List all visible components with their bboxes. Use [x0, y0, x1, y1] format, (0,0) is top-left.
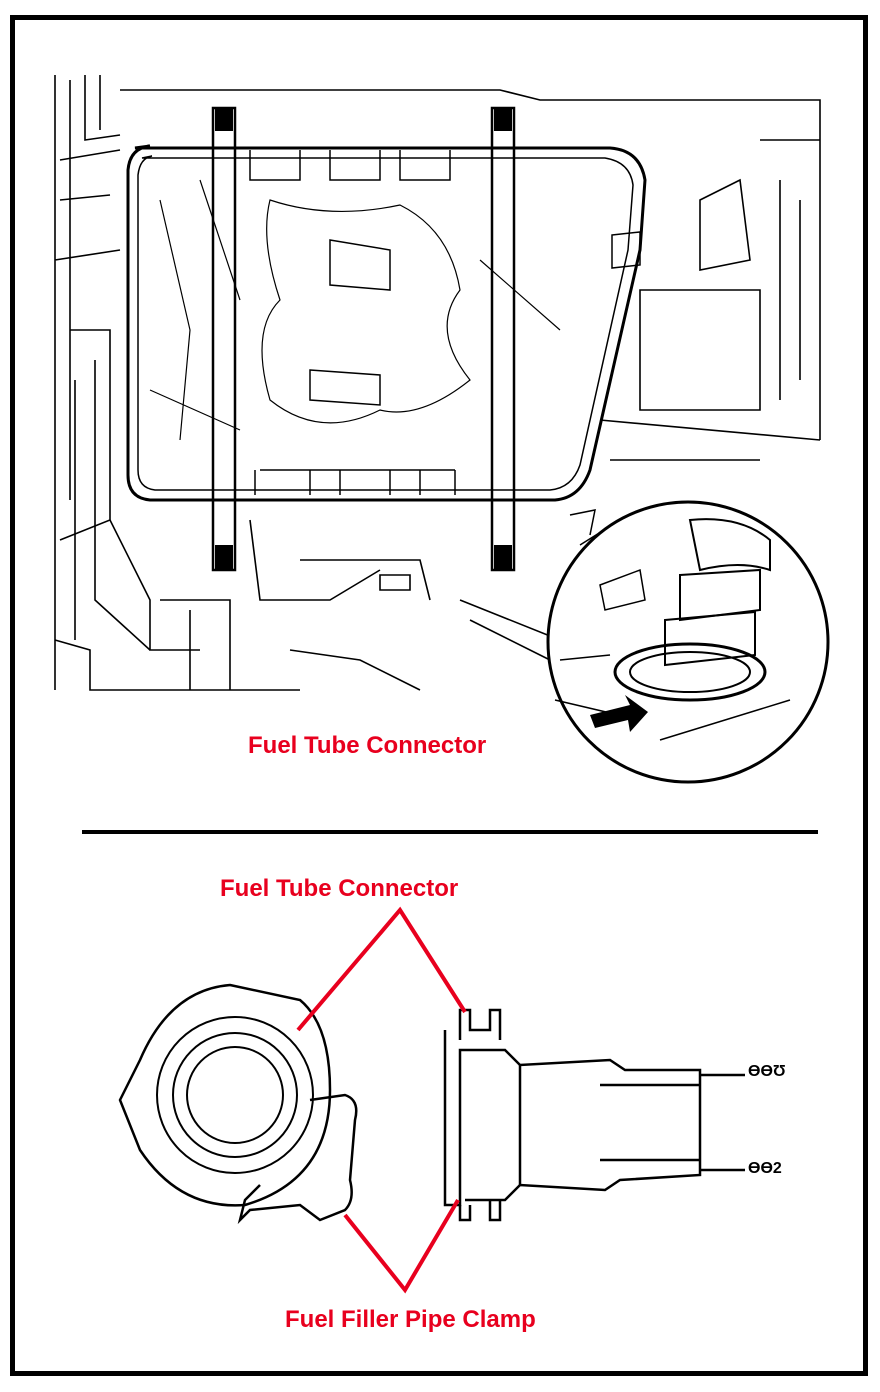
fuel-filler-pipe-clamp-label: Fuel Filler Pipe Clamp [285, 1306, 536, 1333]
fuel-tube-connector-label-bottom: Fuel Tube Connector [220, 875, 459, 902]
filler-pipe-clamp-wire [237, 1093, 358, 1225]
connector-ring [118, 983, 332, 1207]
tank-straps [211, 106, 516, 572]
detail-circle [546, 500, 830, 784]
arrow-icon [590, 695, 648, 732]
diagram-frame [10, 15, 868, 1376]
pipe-code-lower: ƟƟ2 [748, 1160, 782, 1177]
pipe-code-upper: ƟƟƱ [748, 1063, 786, 1080]
leader-lines [296, 906, 467, 1294]
fuel-tube-connector-label-top: Fuel Tube Connector [248, 732, 487, 759]
fuel-tank [126, 144, 647, 502]
fuel-tube-body [443, 1008, 745, 1222]
chassis-lines [54, 75, 821, 691]
